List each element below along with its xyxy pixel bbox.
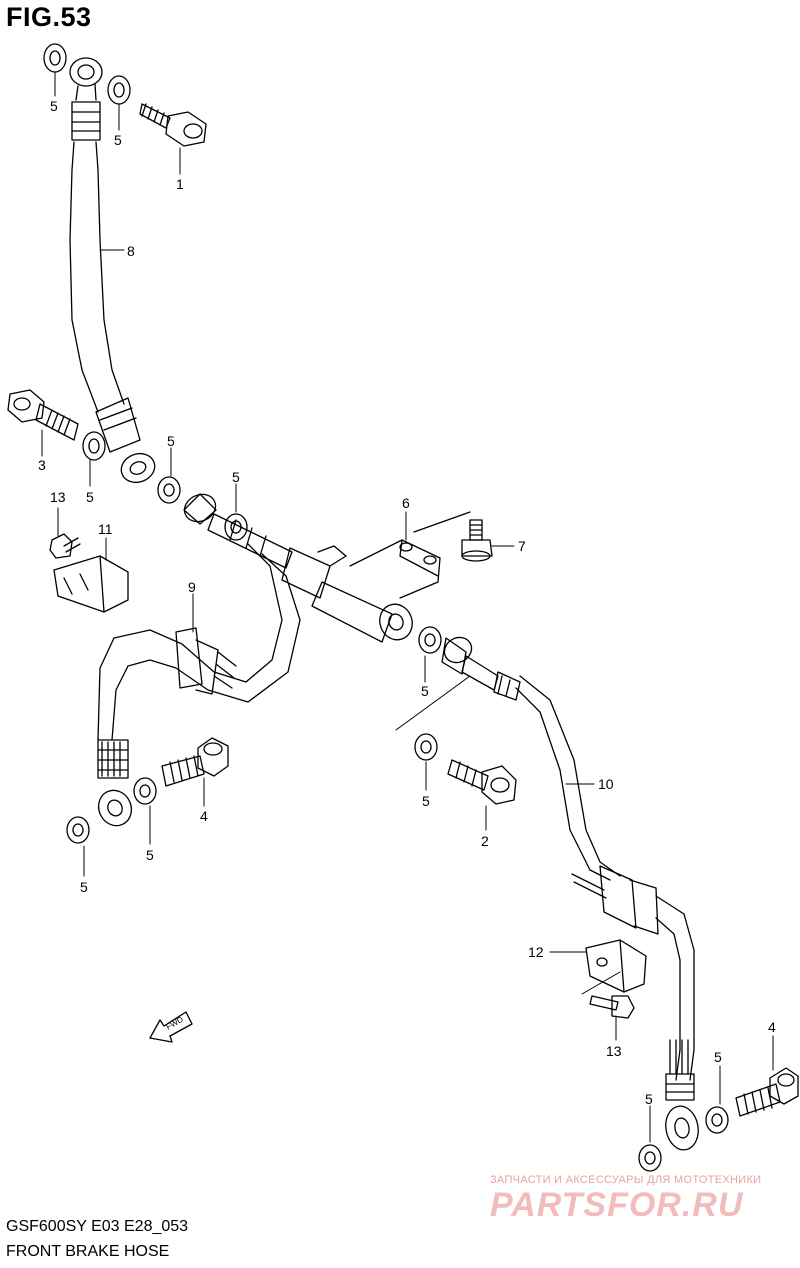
callout-12: 12 [528,944,544,960]
leader-lines [41,71,774,1143]
callout-5: 5 [232,469,240,485]
callout-6: 6 [402,495,410,511]
joint-6 [183,493,471,643]
bolt-3 [7,389,79,441]
clamp-12 [585,939,647,993]
callout-3: 3 [38,457,46,473]
bolt-13-upper [49,533,81,559]
bolt-4-right [735,1067,799,1117]
section-title: FRONT BRAKE HOSE [6,1243,170,1260]
right-hose-10 [441,636,699,1151]
callout-5: 5 [645,1091,653,1107]
callout-7: 7 [518,538,526,554]
callout-5: 5 [167,433,175,449]
callout-10: 10 [598,776,614,792]
callout-5: 5 [80,879,88,895]
bolt-7 [461,519,493,562]
callout-13: 13 [50,489,66,505]
callout-5: 5 [86,489,94,505]
bolt-4-left [161,737,229,787]
figure-title: FIG.53 [6,2,92,32]
callout-5: 5 [146,847,154,863]
bolt-1 [139,103,207,147]
watermark-logo: PARTSFOR.RU [490,1186,744,1224]
callout-9: 9 [188,579,196,595]
watermark-caption: ЗАПЧАСТИ И АКСЕССУАРЫ ДЛЯ МОТОТЕХНИКИ [490,1174,762,1186]
bolt-13-lower [589,995,635,1019]
callout-5: 5 [114,132,122,148]
callout-4: 4 [200,808,208,824]
callout-5: 5 [714,1049,722,1065]
bolt-2 [447,759,517,805]
callout-1: 1 [176,176,184,192]
fwd-direction-arrow: FWD [149,1011,193,1043]
callout-5: 5 [421,683,429,699]
model-code: GSF600SY E03 E28_053 [6,1218,189,1235]
callout-8: 8 [127,243,135,259]
clamp-11 [53,555,129,613]
washers-5 [43,43,729,1172]
callout-13: 13 [606,1043,622,1059]
callout-labels: 5 5 1 8 3 5 5 5 6 7 13 11 9 5 5 4 5 5 2 … [38,98,776,1107]
callout-5: 5 [50,98,58,114]
callout-2: 2 [481,833,489,849]
callout-5: 5 [422,793,430,809]
upper-hose-8 [69,57,156,484]
lower-left-hose-9 [97,543,301,827]
callout-11: 11 [98,521,113,537]
callout-4: 4 [768,1019,776,1035]
